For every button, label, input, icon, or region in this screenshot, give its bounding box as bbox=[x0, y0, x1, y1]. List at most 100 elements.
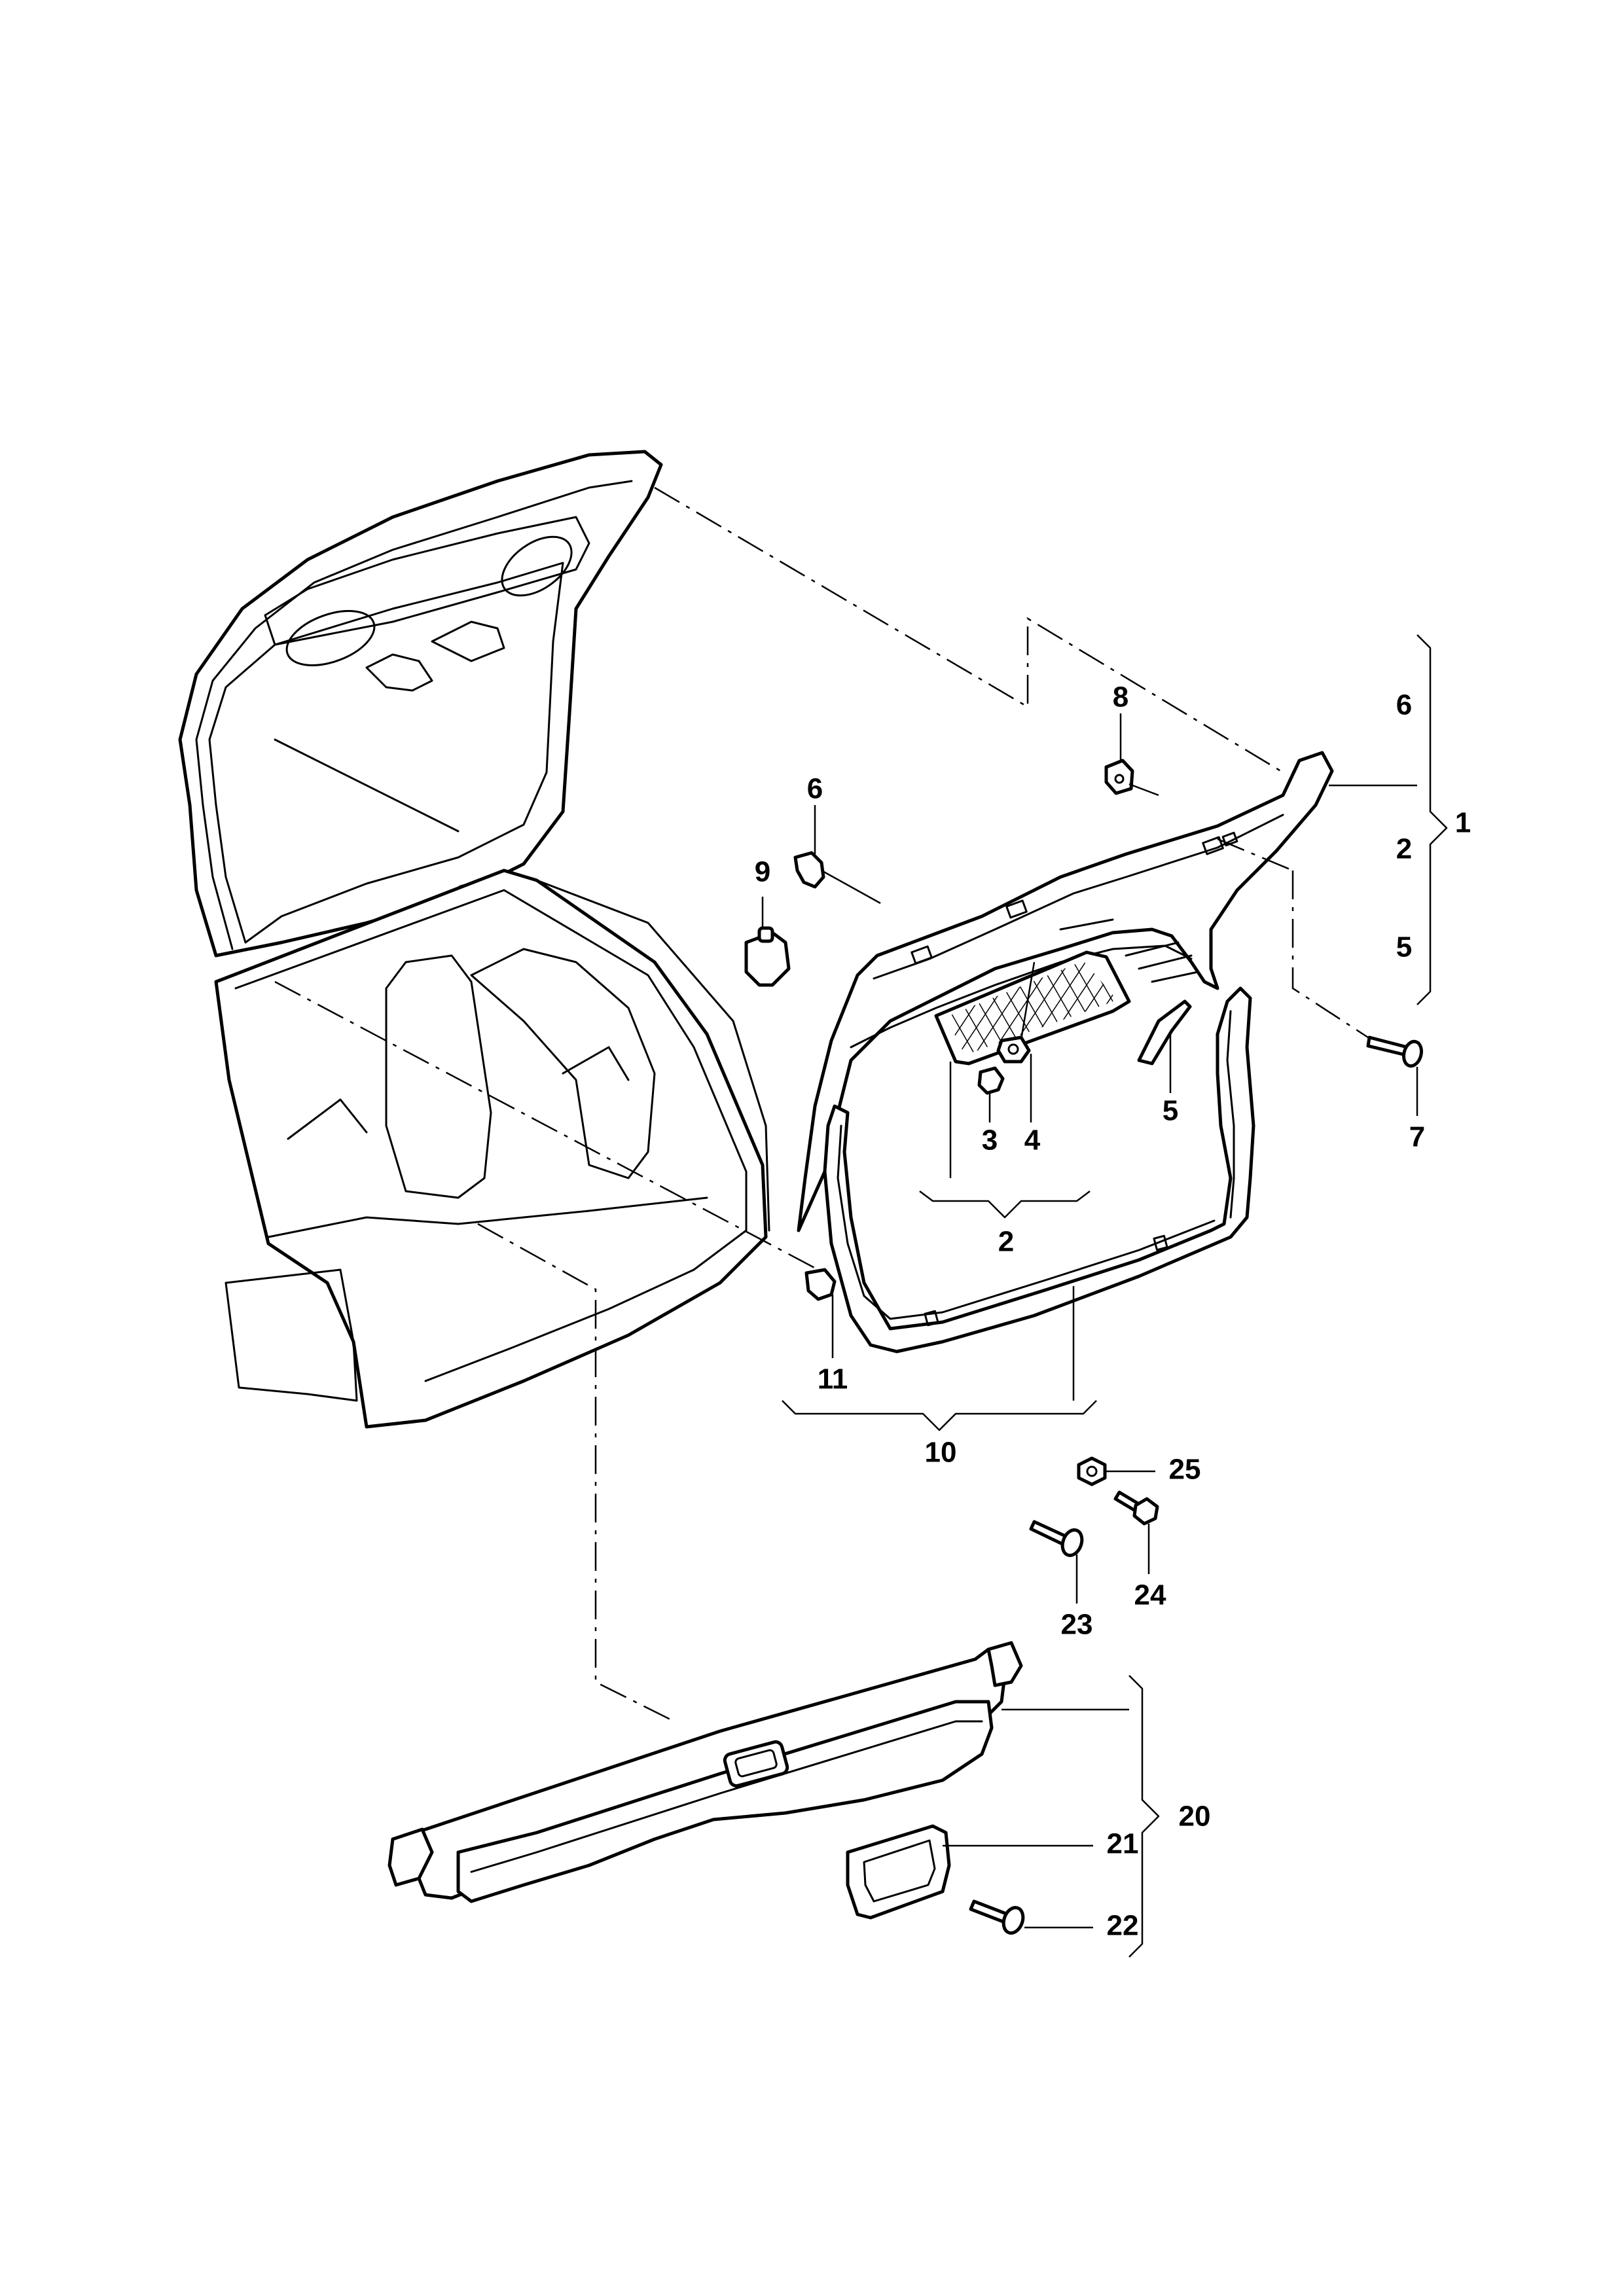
clip-part-8 bbox=[1104, 759, 1134, 795]
screw-23-head bbox=[1060, 1528, 1084, 1557]
luggage-cover bbox=[388, 1641, 1023, 1903]
tailgate-glass bbox=[208, 562, 564, 944]
callout-2-group: 2 bbox=[998, 1226, 1014, 1258]
retainer-9-stud bbox=[757, 926, 774, 943]
fastener-4-hole bbox=[1007, 1043, 1019, 1055]
screw-22-head bbox=[1001, 1906, 1025, 1935]
callout-6-brace: 6 bbox=[1396, 689, 1412, 721]
upper-trim-panel-ribs bbox=[1059, 918, 1199, 983]
clip-8-hole bbox=[1114, 774, 1125, 784]
luggage-cover-end-cap-right bbox=[986, 1641, 1023, 1687]
lower-trim-panel bbox=[823, 986, 1255, 1354]
fastener-3-body bbox=[977, 1066, 1005, 1095]
upper-trim-panel-recess bbox=[850, 944, 1193, 1049]
nut-part-25 bbox=[1077, 1456, 1107, 1486]
handle-insert-21-body bbox=[846, 1824, 951, 1920]
retainer-part-9 bbox=[744, 926, 791, 987]
bolt-part-24 bbox=[1113, 1490, 1159, 1526]
luggage-cover-handle-slot bbox=[734, 1749, 778, 1778]
net-hook-part-5 bbox=[1137, 999, 1192, 1066]
callout-20: 20 bbox=[1179, 1801, 1211, 1833]
assembly-line-tailgate-top bbox=[654, 486, 1284, 774]
clip-8-body bbox=[1104, 759, 1134, 795]
storage-net bbox=[934, 950, 1131, 1066]
nut-25-hole bbox=[1086, 1465, 1098, 1477]
tailgate-latch-hole-left bbox=[285, 610, 376, 666]
screw-7-shank bbox=[1366, 1035, 1409, 1057]
callout-10: 10 bbox=[925, 1437, 957, 1469]
lower-trim-slot-right bbox=[1153, 1234, 1168, 1251]
brace-part-20 bbox=[1128, 1675, 1160, 1958]
upper-trim-panel bbox=[797, 751, 1334, 1232]
tailgate-trim-panel-upper bbox=[797, 751, 1334, 1232]
lower-trim-panel-inner-edge bbox=[837, 1124, 1216, 1320]
clip-11-body bbox=[804, 1268, 837, 1301]
assembly-line-screw-7-down bbox=[1291, 870, 1369, 1039]
lower-trim-slot-left bbox=[924, 1310, 939, 1327]
brace-group-10 bbox=[782, 1400, 1097, 1431]
callout-9: 9 bbox=[755, 856, 770, 888]
trim-clip-slot-left bbox=[911, 945, 933, 965]
tailgate-inner-edge bbox=[195, 480, 633, 950]
assembly-line-screw-7 bbox=[1217, 838, 1293, 872]
handle-insert-21-inner bbox=[863, 1839, 936, 1903]
assembly-lines bbox=[274, 486, 1369, 1723]
tailgate-latch-hole-right bbox=[501, 535, 573, 597]
luggage-cover-end-cap-left bbox=[388, 1827, 434, 1887]
assembly-line-floor-to-cover bbox=[477, 1223, 675, 1723]
brace-group-2 bbox=[919, 1191, 1091, 1219]
body-pillar-right bbox=[535, 879, 770, 1232]
rear-seat-back-left bbox=[385, 954, 492, 1199]
leader-4-to-panel bbox=[1020, 961, 1036, 1040]
nut-25-hex bbox=[1077, 1456, 1107, 1486]
screw-part-23 bbox=[1029, 1520, 1084, 1557]
callout-23: 23 bbox=[1061, 1609, 1093, 1641]
trim-clip-slot-right bbox=[1202, 836, 1224, 855]
tailgate-frame bbox=[178, 450, 663, 958]
callout-6-clip: 6 bbox=[807, 773, 823, 805]
car-rear-body bbox=[178, 450, 770, 1429]
screw-part-7 bbox=[1366, 1035, 1423, 1068]
callout-4: 4 bbox=[1024, 1124, 1041, 1157]
tailgate-mechanism bbox=[365, 620, 505, 692]
luggage-cover-inner-line bbox=[470, 1720, 983, 1873]
leader-lines bbox=[761, 713, 1418, 1929]
assembly-line-hinge-to-clip-11 bbox=[274, 980, 819, 1271]
callout-labels: 1 6 2 5 8 6 9 5 3 4 2 7 11 10 25 24 23 2… bbox=[755, 681, 1471, 1942]
body-rear-opening bbox=[214, 869, 768, 1429]
opening-seal-inner bbox=[234, 889, 748, 1382]
fastener-part-4 bbox=[996, 1035, 1031, 1064]
tailgate-trim-panel-lower bbox=[823, 986, 1255, 1354]
callout-5-net: 5 bbox=[1163, 1095, 1178, 1127]
callout-7: 7 bbox=[1409, 1121, 1425, 1153]
seat-belt-line bbox=[287, 1046, 630, 1140]
callout-8: 8 bbox=[1113, 681, 1128, 713]
glass-reflection-line bbox=[274, 738, 460, 833]
lower-trim-panel-corner bbox=[1226, 1010, 1235, 1219]
callout-11: 11 bbox=[818, 1363, 848, 1395]
bolt-24-head bbox=[1132, 1497, 1159, 1526]
group-braces bbox=[782, 634, 1448, 1958]
callout-5-brace: 5 bbox=[1396, 931, 1412, 963]
callout-22: 22 bbox=[1107, 1910, 1139, 1942]
clip-part-11 bbox=[804, 1268, 837, 1301]
leader-6-to-panel bbox=[821, 869, 881, 905]
leader-8-to-panel bbox=[1128, 783, 1159, 797]
retainer-9-body bbox=[744, 931, 791, 987]
cargo-floor-edge bbox=[267, 1196, 708, 1238]
tailgate-upper-panel bbox=[264, 516, 590, 646]
clip-6-body bbox=[793, 851, 825, 889]
callout-21: 21 bbox=[1107, 1828, 1139, 1860]
trim-clip-slot-center bbox=[1005, 899, 1028, 919]
screw-part-22 bbox=[969, 1899, 1025, 1935]
callout-25: 25 bbox=[1169, 1454, 1201, 1486]
callout-1: 1 bbox=[1455, 807, 1471, 839]
fastener-4-body bbox=[996, 1035, 1031, 1064]
callout-3: 3 bbox=[982, 1124, 998, 1157]
callout-2-brace: 2 bbox=[1396, 833, 1412, 865]
clip-part-6 bbox=[793, 851, 825, 889]
rear-seat-back-right bbox=[470, 948, 656, 1179]
bumper-panel bbox=[225, 1268, 358, 1402]
callout-24: 24 bbox=[1134, 1579, 1166, 1611]
